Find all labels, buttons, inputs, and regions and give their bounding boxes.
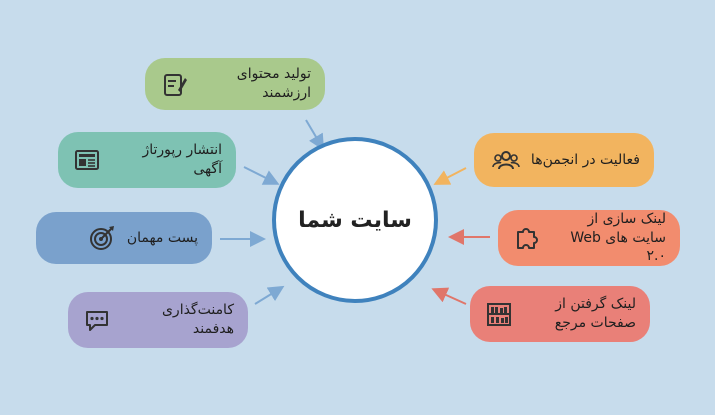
node-content-label: تولید محتوای ارزشمند <box>236 66 311 101</box>
bookshelf-icon <box>484 299 514 329</box>
arrow-refs <box>431 287 467 305</box>
node-refs-label: لینک گرفتن از صفحات مرجع <box>554 296 636 331</box>
arrow-content <box>305 119 325 151</box>
hub-your-site: سایت شما <box>272 137 438 303</box>
edit-document-icon <box>159 69 189 99</box>
node-forums: فعالیت در انجمن‌ها <box>474 133 654 187</box>
node-guest-label: پست مهمان <box>126 229 198 246</box>
newspaper-icon <box>72 145 102 175</box>
node-content: تولید محتوای ارزشمند <box>145 58 325 110</box>
node-reference-pages: لینک گرفتن از صفحات مرجع <box>470 286 650 342</box>
node-web20: لینک سازی از سایت های Web ۲.۰ <box>498 210 680 266</box>
arrow-forums <box>433 167 467 185</box>
node-press-label: انتشار رپورتاژ آگهی <box>142 142 222 177</box>
arrow-press <box>243 166 280 185</box>
node-guest-post: پست مهمان <box>36 212 212 264</box>
speech-bubble-icon <box>82 305 112 335</box>
node-comment-label: کامنت‌گذاری هدفمند <box>161 302 234 337</box>
node-press-release: انتشار رپورتاژ آگهی <box>58 132 236 188</box>
users-group-icon <box>491 145 521 175</box>
target-icon <box>87 223 117 253</box>
node-forums-label: فعالیت در انجمن‌ها <box>530 151 640 168</box>
arrow-comment <box>254 285 285 305</box>
node-web20-label: لینک سازی از سایت های Web ۲.۰ <box>570 210 666 265</box>
node-comment: کامنت‌گذاری هدفمند <box>68 292 248 348</box>
hub-label: سایت شما <box>298 207 412 233</box>
puzzle-icon <box>512 223 542 253</box>
